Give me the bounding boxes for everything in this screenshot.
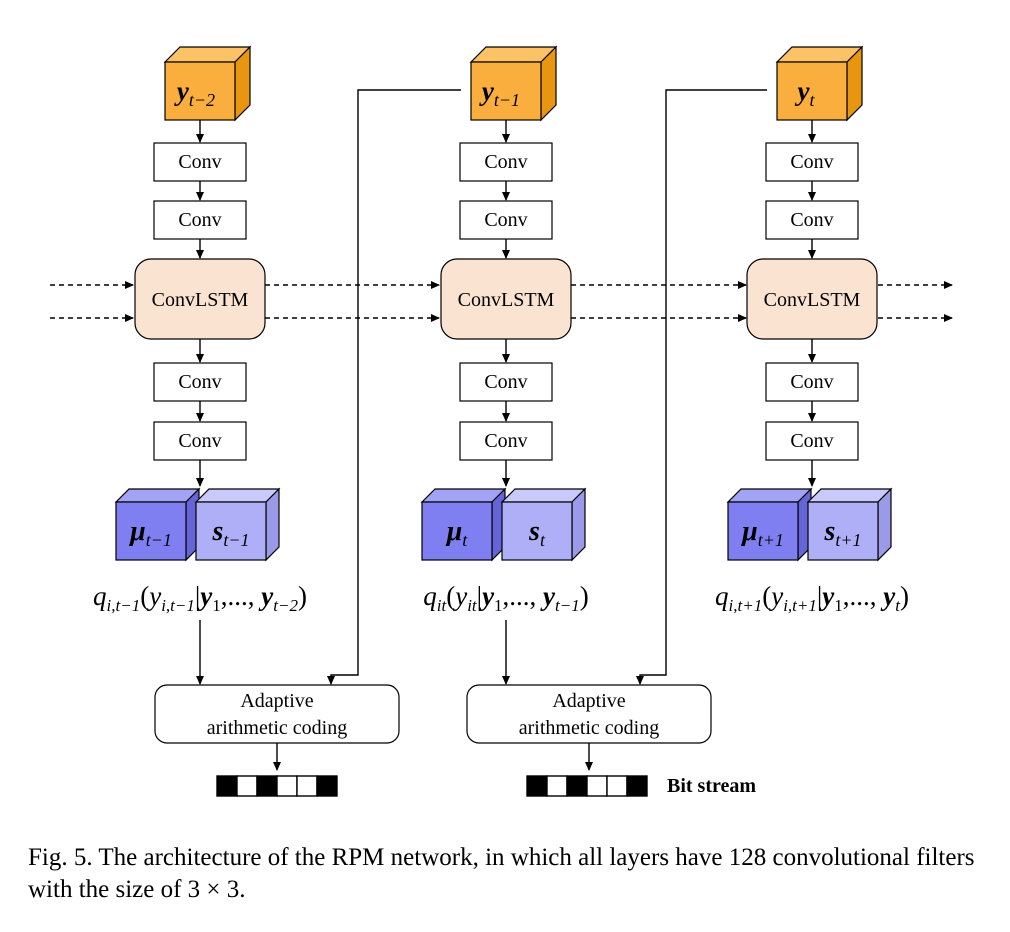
s-cube-1-side <box>571 487 586 562</box>
convlstm-box-1 <box>440 258 572 340</box>
s-cube-0-top <box>194 488 281 503</box>
coding-box-0 <box>154 684 400 744</box>
mu-cube-2-front <box>727 501 799 561</box>
conv-box-3-0 <box>153 362 247 402</box>
s-label-1: st <box>528 516 546 550</box>
bit-stream-0-cell-4 <box>296 775 318 797</box>
bit-stream-1-cell-2 <box>566 775 588 797</box>
conv-box-4-0 <box>153 421 247 461</box>
conv-box-1-2 <box>765 142 859 182</box>
input-label-0: yt−2 <box>174 76 215 110</box>
mu-cube-2-top <box>726 488 813 503</box>
coding-box-0-line1: Adaptive <box>240 690 313 712</box>
input-cube-1 <box>469 45 558 122</box>
mu-label-0: μt−1 <box>128 516 172 550</box>
s-cube-2 <box>806 487 893 562</box>
convlstm-label-2: ConvLSTM <box>764 289 861 311</box>
conv-box-1-label-1: Conv <box>484 151 527 173</box>
probability-expression-1: qit(yit|y1,..., yt−1) <box>423 581 588 615</box>
bit-stream-1-cell-0 <box>526 775 548 797</box>
s-cube-1-top <box>500 488 587 503</box>
bit-stream-0-cell-1 <box>236 775 258 797</box>
input-cube-0 <box>163 45 252 122</box>
bit-stream-0-cell-2 <box>256 775 278 797</box>
mu-cube-2 <box>726 487 813 562</box>
convlstm-label-1: ConvLSTM <box>458 289 555 311</box>
s-cube-2-front <box>807 501 879 561</box>
side-input-line-1 <box>327 89 461 685</box>
bit-stream-0 <box>216 775 338 797</box>
conv-box-2-1 <box>459 200 553 240</box>
input-label-1: yt−1 <box>479 76 520 110</box>
s-cube-0-side <box>265 487 280 562</box>
conv-box-3-2 <box>765 362 859 402</box>
bit-stream-1-cell-3 <box>586 775 608 797</box>
conv-box-3-label-2: Conv <box>790 371 833 393</box>
bit-stream-1 <box>526 775 648 797</box>
convlstm-box-0 <box>134 258 266 340</box>
conv-box-1-label-0: Conv <box>178 151 221 173</box>
probability-expression-0: qi,t−1(yi,t−1|y1,..., yt−2) <box>93 581 307 615</box>
conv-box-2-2 <box>765 200 859 240</box>
figure-caption: Fig. 5. The architecture of the RPM netw… <box>28 844 975 903</box>
conv-box-2-label-2: Conv <box>790 209 833 231</box>
conv-box-3-label-1: Conv <box>484 371 527 393</box>
coding-box-1-line2: arithmetic coding <box>519 717 660 739</box>
conv-box-4-2 <box>765 421 859 461</box>
mu-cube-1-top <box>420 488 507 503</box>
bit-stream-1-cell-5 <box>626 775 648 797</box>
side-input-line-2 <box>636 89 767 685</box>
conv-box-3-1 <box>459 362 553 402</box>
conv-box-2-label-0: Conv <box>178 209 221 231</box>
mu-cube-1-front <box>421 501 493 561</box>
conv-box-2-label-1: Conv <box>484 209 527 231</box>
conv-box-4-label-1: Conv <box>484 430 527 452</box>
conv-box-1-label-2: Conv <box>790 151 833 173</box>
s-cube-2-side <box>877 487 892 562</box>
coding-box-1 <box>466 684 712 744</box>
s-cube-1 <box>500 487 587 562</box>
input-cube-2 <box>775 45 864 122</box>
conv-box-2-0 <box>153 200 247 240</box>
mu-label-1: μt <box>445 516 469 550</box>
bit-stream-0-cell-3 <box>276 775 298 797</box>
s-label-2: st+1 <box>823 516 861 550</box>
mu-cube-0-front <box>115 501 187 561</box>
s-cube-1-front <box>501 501 573 561</box>
s-cube-0-front <box>195 501 267 561</box>
mu-cube-0-top <box>114 488 201 503</box>
input-cube-0-front <box>164 61 236 121</box>
bit-stream-1-cell-4 <box>606 775 628 797</box>
conv-box-4-1 <box>459 421 553 461</box>
convlstm-box-2 <box>746 258 878 340</box>
input-label-2: yt <box>795 76 816 110</box>
conv-box-3-label-0: Conv <box>178 371 221 393</box>
s-cube-2-top <box>806 488 893 503</box>
input-cube-1-front <box>470 61 542 121</box>
bit-stream-0-cell-0 <box>216 775 238 797</box>
coding-box-1-line1: Adaptive <box>552 690 625 712</box>
input-cube-2-front <box>776 61 848 121</box>
conv-box-1-0 <box>153 142 247 182</box>
bit-stream-1-cell-1 <box>546 775 568 797</box>
conv-box-4-label-0: Conv <box>178 430 221 452</box>
mu-label-2: μt+1 <box>740 516 784 550</box>
conv-box-4-label-2: Conv <box>790 430 833 452</box>
bit-stream-0-cell-5 <box>316 775 338 797</box>
bit-stream-label: Bit stream <box>667 775 756 797</box>
conv-box-1-1 <box>459 142 553 182</box>
convlstm-label-0: ConvLSTM <box>152 289 249 311</box>
s-label-0: st−1 <box>211 516 249 550</box>
probability-expression-2: qi,t+1(yi,t+1|y1,..., yt) <box>715 581 909 615</box>
coding-box-0-line2: arithmetic coding <box>207 717 348 739</box>
s-cube-0 <box>194 487 281 562</box>
